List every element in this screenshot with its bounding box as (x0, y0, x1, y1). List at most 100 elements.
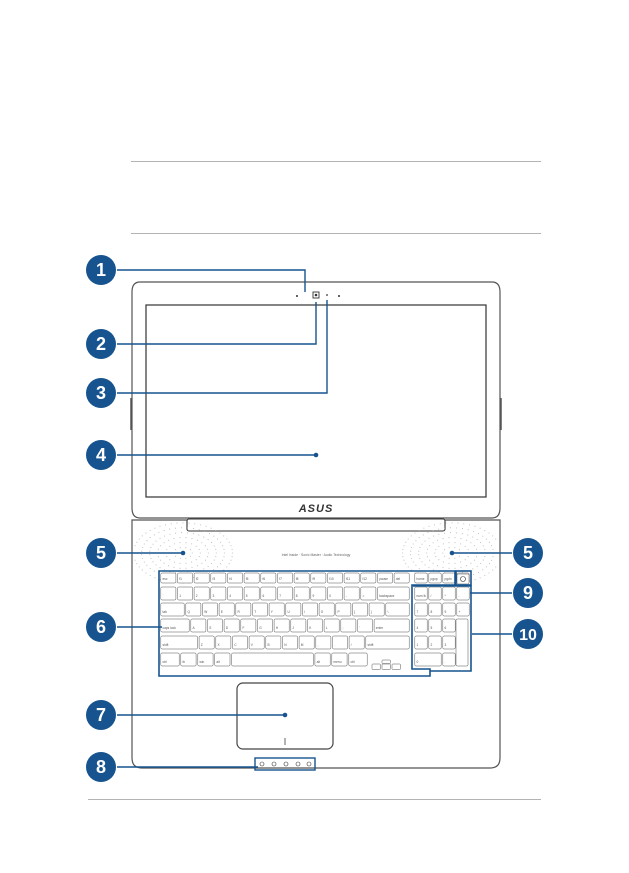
key (290, 618, 307, 633)
numpad-key (442, 586, 456, 601)
speaker-dot (154, 527, 156, 529)
speaker-dot (443, 527, 446, 529)
asus-logo: ASUS (298, 503, 334, 515)
speaker-dot (432, 562, 434, 564)
key-label: 6 (263, 594, 265, 598)
speaker-dot (186, 527, 189, 529)
key-label: - (346, 594, 347, 598)
speaker-dot (182, 522, 184, 524)
speaker-dot (174, 527, 177, 529)
numpad-key (414, 618, 428, 633)
speaker-dot (207, 556, 209, 558)
speaker-dot (173, 561, 175, 563)
key (180, 652, 197, 667)
speaker-dot (207, 539, 209, 541)
key-label: 4 (229, 594, 231, 598)
indicator-light (295, 761, 301, 767)
key-label: O (321, 610, 324, 614)
key-label: V (251, 643, 254, 647)
indicator-light (306, 761, 312, 767)
speaker-dot (163, 530, 165, 532)
callout-circle (86, 700, 116, 730)
speaker-dot (480, 562, 482, 564)
key-label: N (284, 643, 287, 647)
speaker-dot (428, 537, 430, 539)
speaker-dot (173, 566, 175, 568)
speaker-dot (201, 542, 203, 544)
key-label: f8 (296, 577, 299, 581)
key (377, 586, 410, 601)
numpad-key-label: 0 (417, 660, 419, 664)
speaker-dot (474, 525, 476, 527)
callout-badge-1: 1 (86, 255, 116, 285)
key-label: , (318, 643, 319, 647)
callout-circle (86, 329, 116, 359)
speaker-dot (405, 541, 407, 543)
callout-badge-6: 6 (86, 612, 116, 642)
speaker-dot (226, 566, 228, 568)
key (160, 572, 177, 584)
speaker-dot (438, 533, 440, 535)
key-label: fn (183, 660, 186, 664)
speaker-dot (427, 531, 429, 534)
speaker-dot (470, 562, 472, 564)
speaker-dot (213, 535, 215, 537)
key-label: f7 (279, 577, 282, 581)
numpad-key (428, 572, 442, 584)
key-label: P (338, 610, 340, 614)
speaker-dot (207, 548, 209, 550)
indicator-light (283, 761, 289, 767)
speaker-dot (454, 562, 456, 564)
speaker-dot (410, 535, 412, 537)
speaker-dot (198, 534, 200, 536)
speaker-dot (479, 577, 481, 579)
speaker-dot (426, 548, 428, 550)
speaker-dot (185, 562, 187, 564)
speaker-dot (458, 549, 460, 551)
speaker-dot (448, 557, 450, 559)
speaker-dot (424, 540, 426, 542)
key (214, 652, 231, 667)
callout-number: 3 (96, 383, 106, 403)
speaker-dot (179, 562, 181, 564)
speaker-dot (159, 525, 161, 527)
leader-dot-speaker-left (180, 550, 186, 556)
key-label: = (363, 594, 365, 598)
speaker-dot (150, 547, 152, 549)
speaker-dot (405, 563, 407, 565)
speaker-dot (449, 527, 452, 529)
key (393, 572, 410, 584)
key-label: I (304, 610, 305, 614)
key (232, 635, 248, 650)
middle-divider (131, 233, 541, 234)
speaker-dot (185, 537, 187, 539)
speaker-dot (141, 550, 143, 552)
speaker-dot (180, 527, 183, 529)
speaker-dot (465, 565, 467, 567)
callout-number: 5 (523, 543, 533, 563)
speaker-dot (223, 556, 225, 558)
key (357, 618, 373, 633)
speaker-dot (435, 548, 437, 550)
speaker-dot (437, 539, 439, 541)
speaker-dot (160, 545, 162, 547)
callout-badge-10: 10 (513, 619, 543, 649)
speaker-dot (188, 522, 190, 524)
speaker-dot (439, 523, 441, 525)
speaker-dot (467, 556, 469, 558)
speaker-dot (150, 557, 152, 559)
speaker-dot (191, 566, 193, 568)
speaker-dot (467, 548, 469, 550)
callout-number: 2 (96, 334, 106, 354)
speaker-dot (470, 542, 472, 544)
speaker-dot (179, 542, 181, 544)
speaker-dot (495, 566, 497, 568)
speaker-dot (433, 524, 436, 526)
camera-indicator (326, 294, 328, 296)
speaker-dot (208, 533, 211, 535)
callout-number: 4 (96, 445, 106, 465)
numpad-key-label: . (445, 660, 446, 664)
top-divider (131, 161, 541, 162)
speaker-dot (211, 562, 213, 564)
